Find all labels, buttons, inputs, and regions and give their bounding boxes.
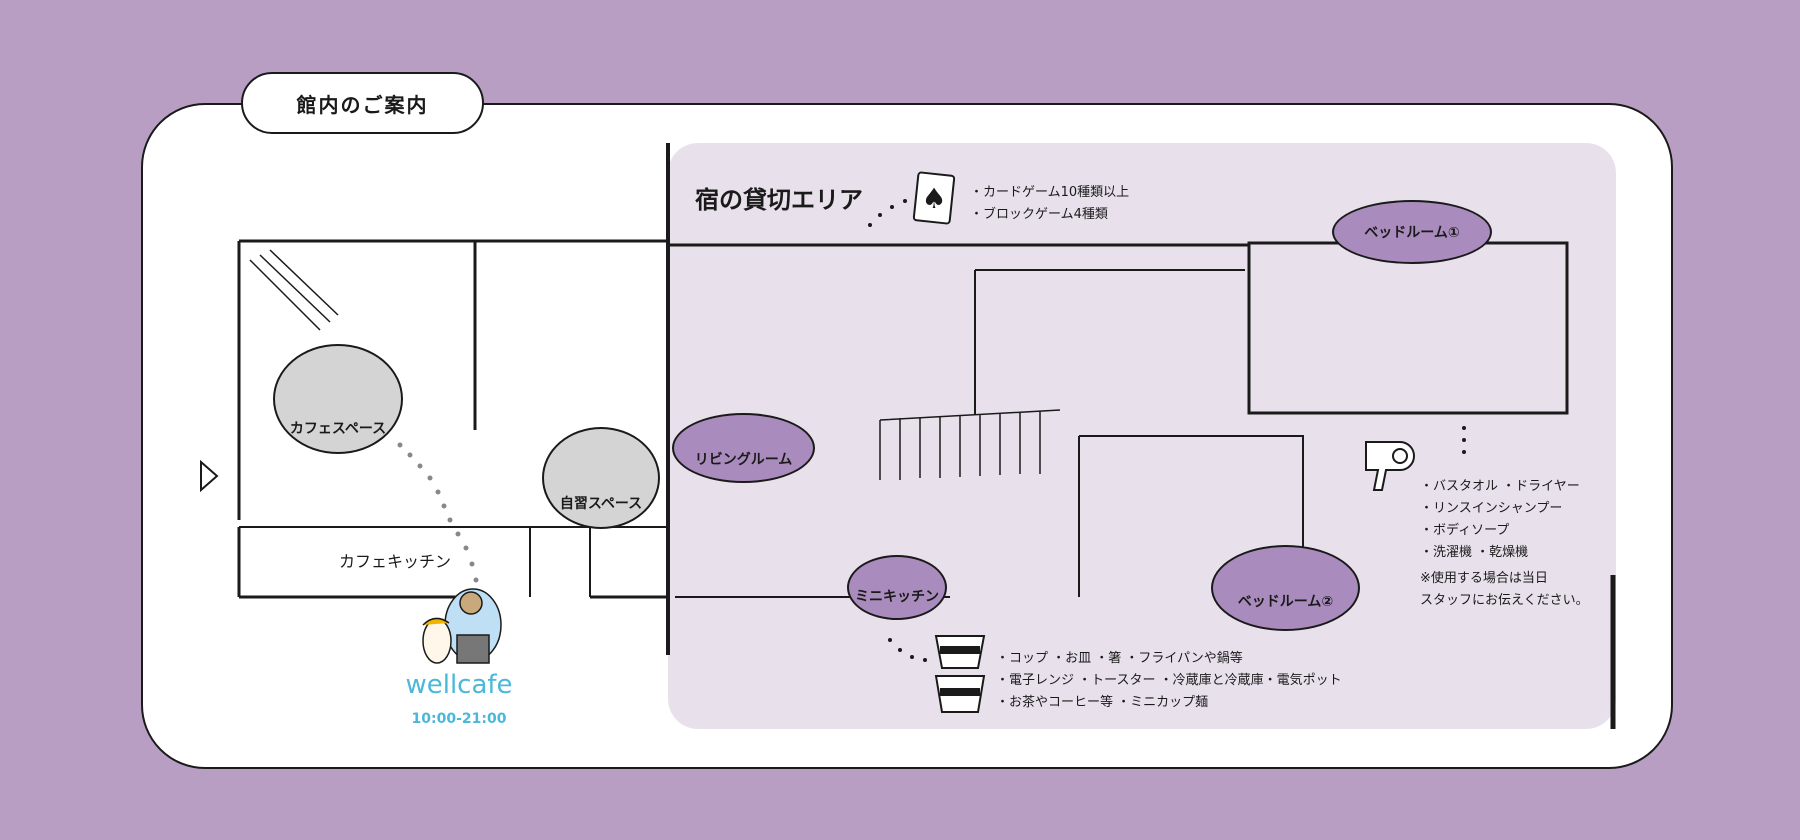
bedroom-2-label: ベッドルーム② <box>1211 545 1360 631</box>
wellcafe-logo-text: wellcafe <box>405 670 513 700</box>
study-space-text: 自習スペース <box>559 496 643 512</box>
hair-dryer-icon <box>1365 441 1415 491</box>
playing-card-icon: ♠ <box>912 171 956 225</box>
cafe-kitchen-label: カフェキッチン <box>339 552 452 571</box>
amenity-item: ・バスタオル ・ドライヤー <box>1420 479 1580 494</box>
wellcafe-mascot-icon <box>422 588 502 664</box>
cafe-space-label: カフェスペース <box>273 344 403 454</box>
living-room-label: リビングルーム <box>672 413 815 483</box>
study-space-label: 自習スペース <box>542 427 660 529</box>
svg-text:♠: ♠ <box>921 182 946 215</box>
amenities-list: ・バスタオル ・ドライヤー ・リンスインシャンプー ・ボディソープ ・洗濯機 ・… <box>1420 476 1589 612</box>
amenity-item: ・ボディソープ <box>1420 523 1510 538</box>
kitchen-items-list: ・コップ ・お皿 ・箸 ・フライパンや鍋等 ・電子レンジ ・トースター ・冷蔵庫… <box>996 648 1342 714</box>
wellcafe-hours: 10:00-21:00 <box>411 711 507 727</box>
kitchen-item: ・コップ ・お皿 ・箸 ・フライパンや鍋等 <box>996 651 1243 666</box>
bedroom-2-text: ベッドルーム② <box>1237 594 1334 610</box>
game-list: ・カードゲーム10種類以上 ・ブロックゲーム4種類 <box>970 182 1129 226</box>
game-item: ・ブロックゲーム4種類 <box>970 207 1108 222</box>
game-item: ・カードゲーム10種類以上 <box>970 185 1130 200</box>
entrance-arrow-icon <box>200 460 219 492</box>
amenity-note-1: ※使用する場合は当日 <box>1420 571 1548 586</box>
amenity-item: ・洗濯機 ・乾燥機 <box>1420 545 1529 560</box>
cup-noodle-icon <box>934 635 986 713</box>
page-title: 館内のご案内 <box>241 72 484 134</box>
bedroom-1-text: ベッドルーム① <box>1364 225 1460 241</box>
amenity-item: ・リンスインシャンプー <box>1420 501 1563 516</box>
living-room-text: リビングルーム <box>694 452 793 468</box>
mini-kitchen-label: ミニキッチン <box>847 555 947 620</box>
cafe-space-text: カフェスペース <box>289 421 387 437</box>
kitchen-item: ・お茶やコーヒー等 ・ミニカップ麺 <box>996 695 1209 710</box>
bedroom-1-label: ベッドルーム① <box>1332 200 1492 264</box>
kitchen-item: ・電子レンジ ・トースター ・冷蔵庫と冷蔵庫・電気ポット <box>996 673 1342 688</box>
private-area-title: 宿の貸切エリア <box>695 186 863 214</box>
mini-kitchen-text: ミニキッチン <box>855 589 939 605</box>
amenity-note-2: スタッフにお伝えください。 <box>1420 593 1589 608</box>
